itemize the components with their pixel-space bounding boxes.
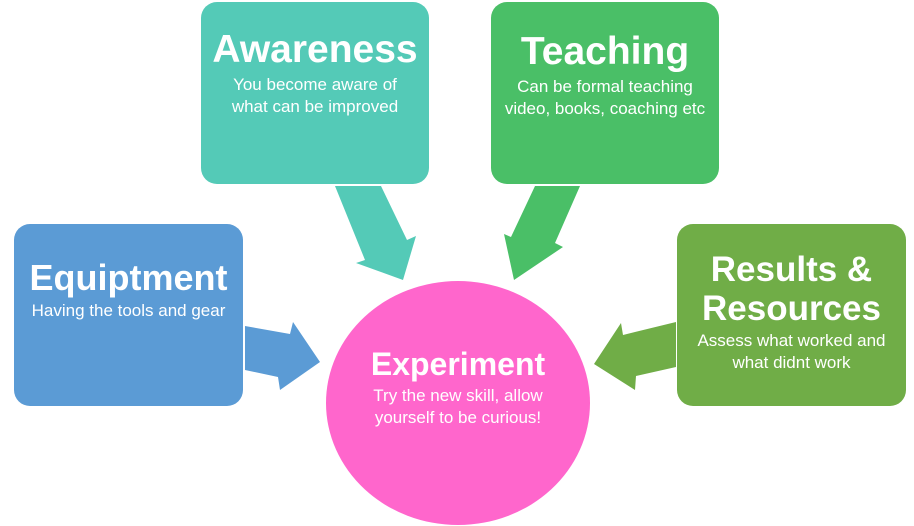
- teaching-box: Teaching Can be formal teaching video, b…: [491, 2, 719, 184]
- equipment-title: Equiptment: [29, 256, 228, 298]
- equipment-description: Having the tools and gear: [31, 301, 226, 321]
- arrow-results-to-experiment: [594, 322, 676, 390]
- experiment-description: Try the new skill, allow yourself to be …: [373, 385, 543, 427]
- arrow-awareness-to-experiment: [335, 186, 416, 280]
- teaching-description: Can be formal teaching video, books, coa…: [504, 76, 706, 118]
- equipment-box: Equiptment Having the tools and gear: [14, 224, 243, 406]
- awareness-title: Awareness: [212, 28, 418, 72]
- experiment-circle: Experiment Try the new skill, allow your…: [326, 281, 590, 525]
- results-title: Results & Resources: [702, 249, 881, 328]
- awareness-box: Awareness You become aware of what can b…: [201, 2, 429, 184]
- awareness-description: You become aware of what can be improved: [231, 74, 399, 116]
- arrow-teaching-to-experiment: [504, 186, 580, 280]
- arrow-equipment-to-experiment: [245, 322, 320, 390]
- results-description: Assess what worked and what didnt work: [697, 331, 886, 373]
- teaching-title: Teaching: [520, 30, 690, 74]
- results-box: Results & Resources Assess what worked a…: [677, 224, 906, 406]
- experiment-title: Experiment: [370, 346, 546, 382]
